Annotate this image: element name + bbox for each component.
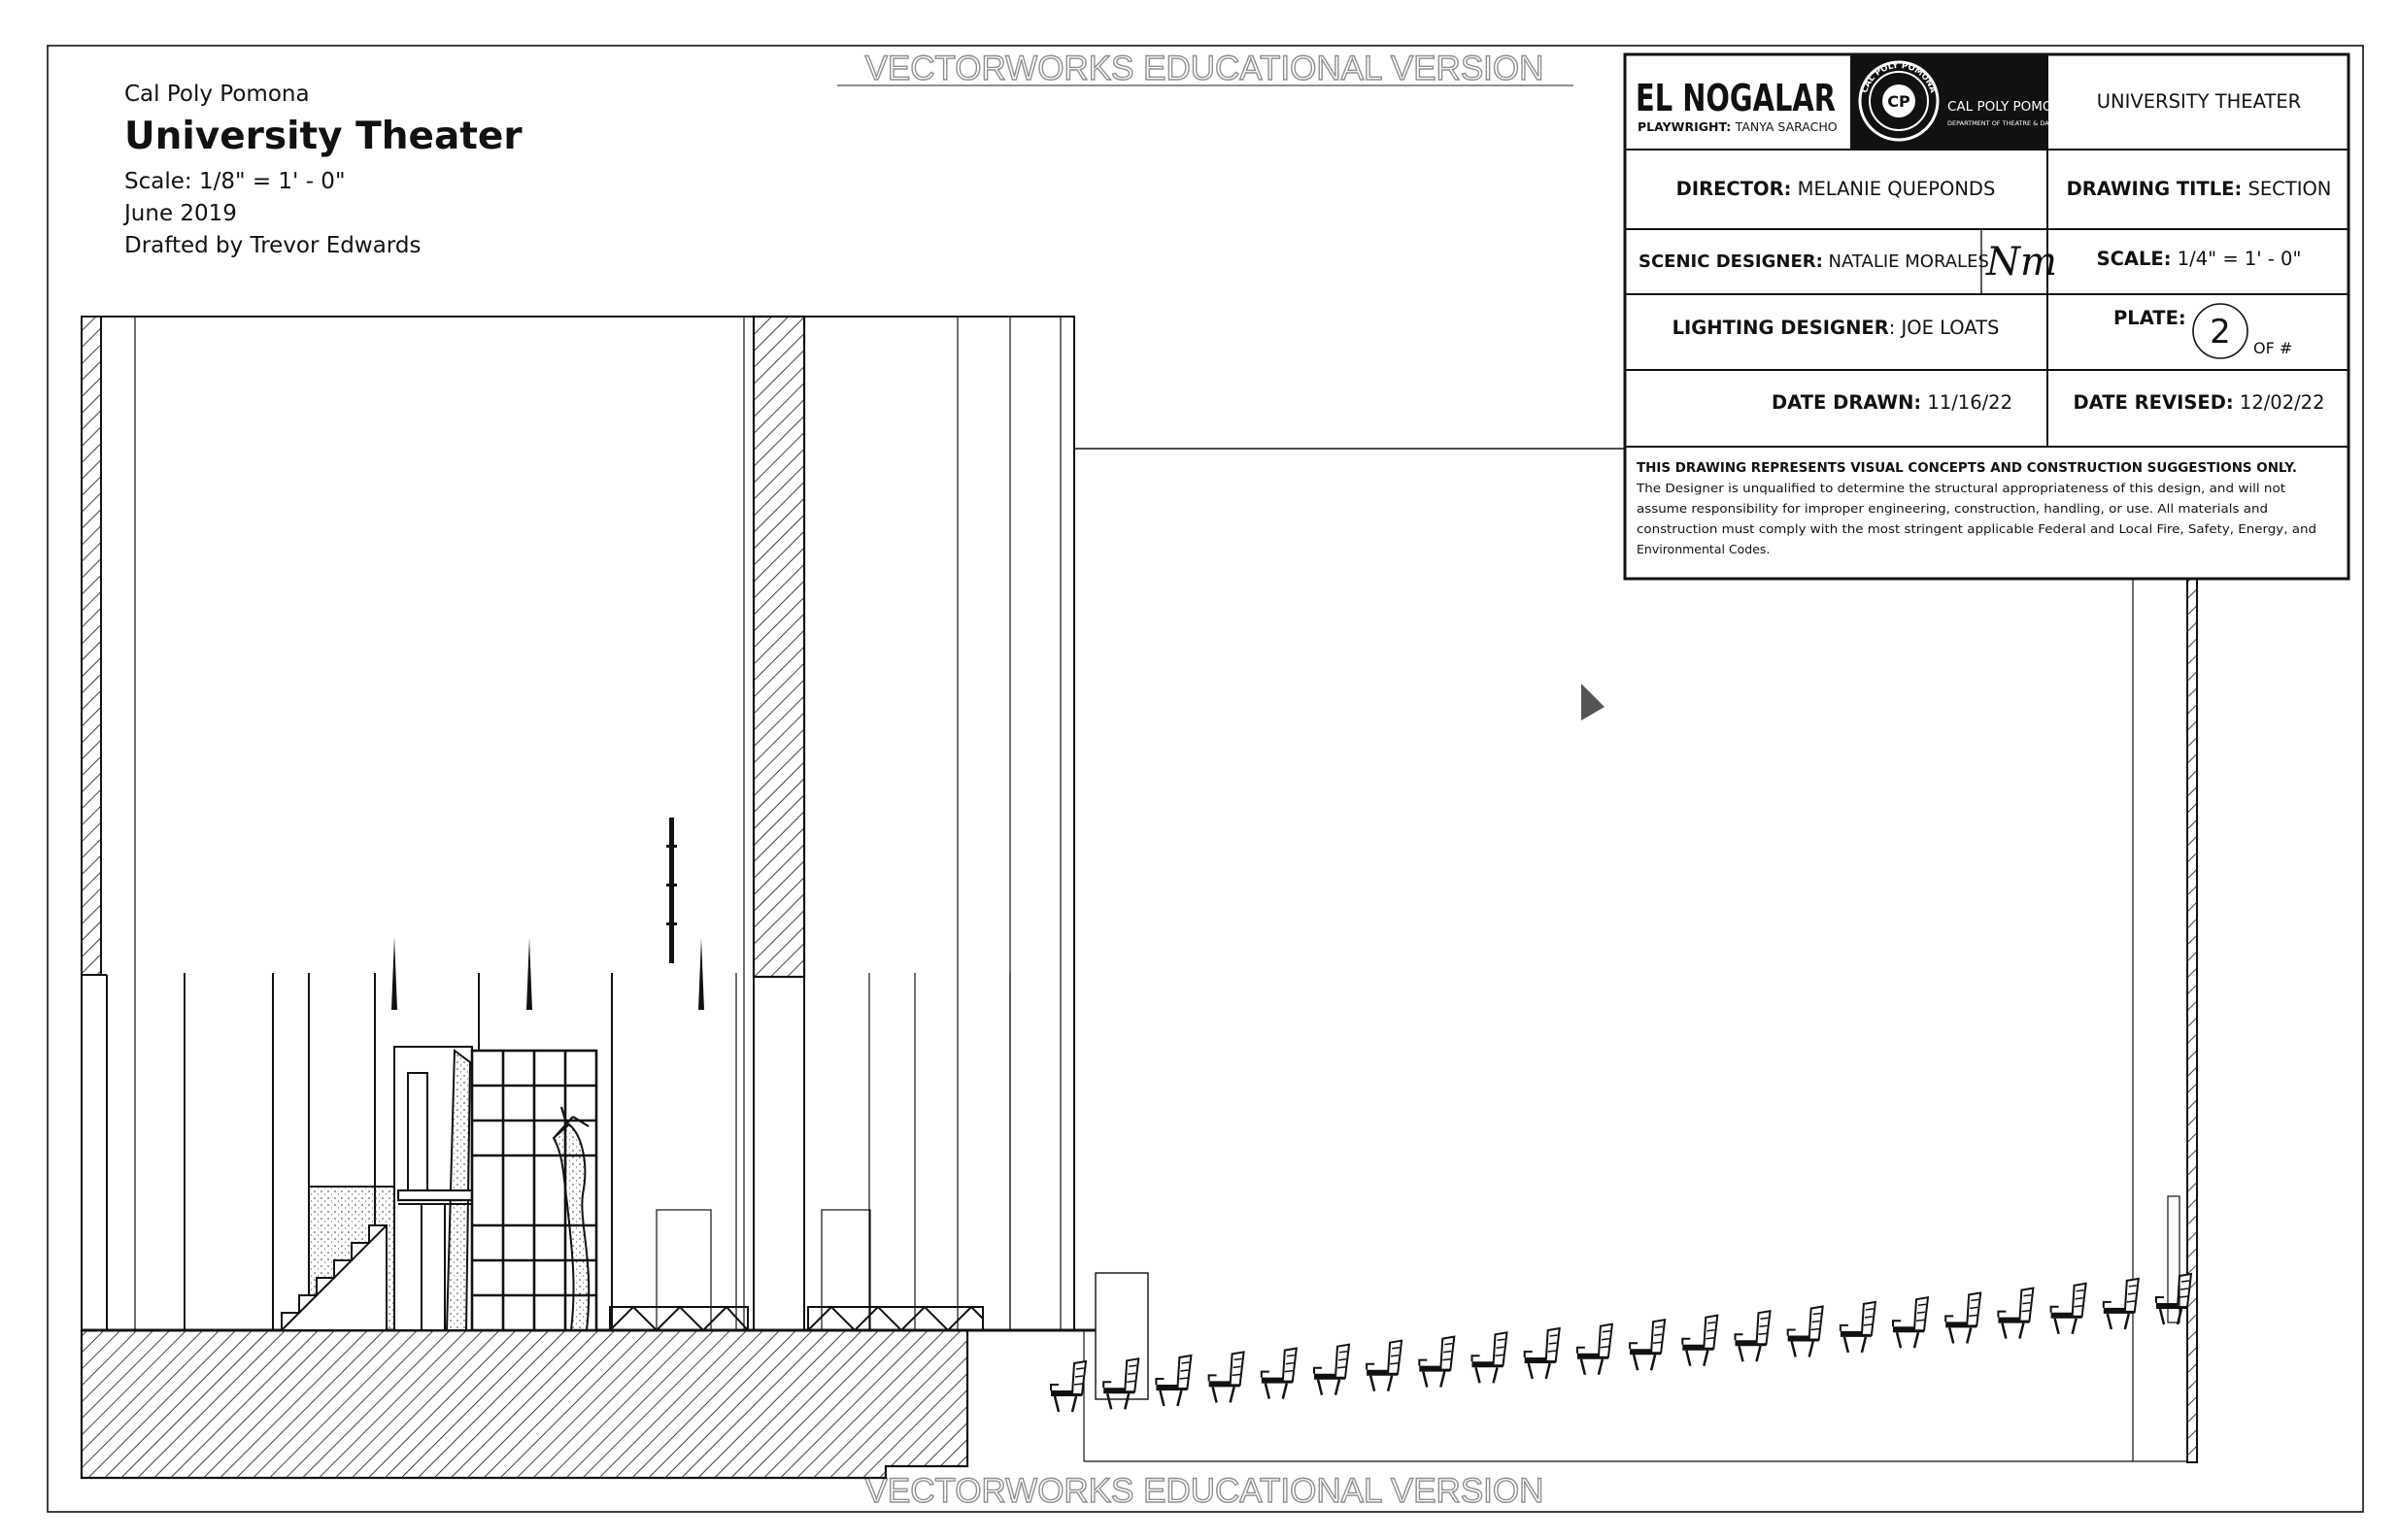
audience-seat [1892,1295,1930,1349]
disclaimer-line-2: assume responsibility for improper engin… [1637,501,2268,516]
director-field: DIRECTOR: MELANIE QUEPONDS [1676,178,1996,200]
audience-seat [1260,1347,1298,1399]
audience-seat [1681,1314,1719,1367]
plate-of: OF # [2253,339,2292,357]
sheet-border [47,45,2364,1513]
svg-text:CP: CP [1887,92,1910,111]
plate-label: PLATE: [2113,307,2186,329]
plate-circle [2192,303,2248,359]
audience-seat [1575,1322,1614,1376]
seal-icon: CP CAL POLY POMONA [1858,60,1940,142]
disclaimer-heading: THIS DRAWING REPRESENTS VISUAL CONCEPTS … [1637,460,2297,476]
audience-seat [1734,1309,1772,1362]
scale-note: Scale: 1/8" = 1' - 0" [124,169,346,194]
audience-seat [1155,1354,1193,1407]
scale-field: SCALE: 1/4" = 1' - 0" [2097,248,2302,270]
audience-seat [1418,1335,1456,1388]
audience-seat [1470,1331,1508,1384]
logo-name: CAL POLY POMONA [1947,99,2073,115]
date-note: June 2019 [124,201,237,226]
disclaimer-line-1: The Designer is unqualified to determine… [1636,481,2285,495]
production-title: EL NOGALAR [1636,77,1836,119]
audience-seat [2049,1282,2087,1335]
date-drawn-field: DATE DRAWN: 11/16/22 [1772,391,2012,414]
audience-seat [2155,1272,2193,1325]
title-block: EL NOGALAR PLAYWRIGHT: TANYA SARACHO CP … [1623,52,2350,581]
audience-seat [1313,1343,1351,1396]
audience-seat [1207,1351,1245,1403]
mouse-cursor-icon [1581,684,1605,720]
drawing-title-field: DRAWING TITLE: SECTION [2067,178,2332,200]
drafted-by-note: Drafted by Trevor Edwards [124,233,422,258]
playwright-label: PLAYWRIGHT: TANYA SARACHO [1638,119,1838,134]
designer-signature: Nm [1985,240,2057,285]
audience-seat [1786,1305,1824,1357]
stage-deck [80,1328,969,1480]
watermark-bottom: VECTORWORKS EDUCATIONAL VERSION [865,1472,1544,1510]
watermark-top: VECTORWORKS EDUCATIONAL VERSION [865,50,1544,87]
lighting-designer-field: LIGHTING DESIGNER: JOE LOATS [1673,317,2000,339]
set-building [281,1046,598,1332]
scenic-designer-field: SCENIC DESIGNER: NATALIE MORALES [1639,251,1989,272]
audience-seat [1839,1300,1877,1354]
stage-extension [1095,1272,1149,1400]
fly-tower [81,315,2198,1463]
audience-seat [1997,1287,2035,1339]
date-revised-field: DATE REVISED: 12/02/22 [2073,391,2324,414]
disclaimer-line-3: construction must comply with the most s… [1637,521,2316,536]
hanging-lights [391,818,704,1010]
plate-number: 2 [2210,313,2231,352]
audience-seat [1629,1318,1667,1371]
logo-dept: DEPARTMENT OF THEATRE & DANCE [1947,119,2062,127]
rear-door [2167,1195,2180,1323]
audience-seat [1050,1359,1088,1413]
venue-title: University Theater [124,115,523,158]
disclaimer-line-4: Environmental Codes. [1637,542,1770,556]
audience-seat [1523,1326,1561,1380]
audience-seat [1944,1291,1982,1344]
audience-seat [2102,1277,2140,1330]
platform-railings [609,1209,984,1332]
audience-seating [1050,1272,2193,1413]
venue-name: UNIVERSITY THEATER [2097,90,2301,113]
audience-seat [1366,1339,1403,1392]
institution-name: Cal Poly Pomona [124,82,310,107]
audience-seat [1102,1357,1140,1410]
